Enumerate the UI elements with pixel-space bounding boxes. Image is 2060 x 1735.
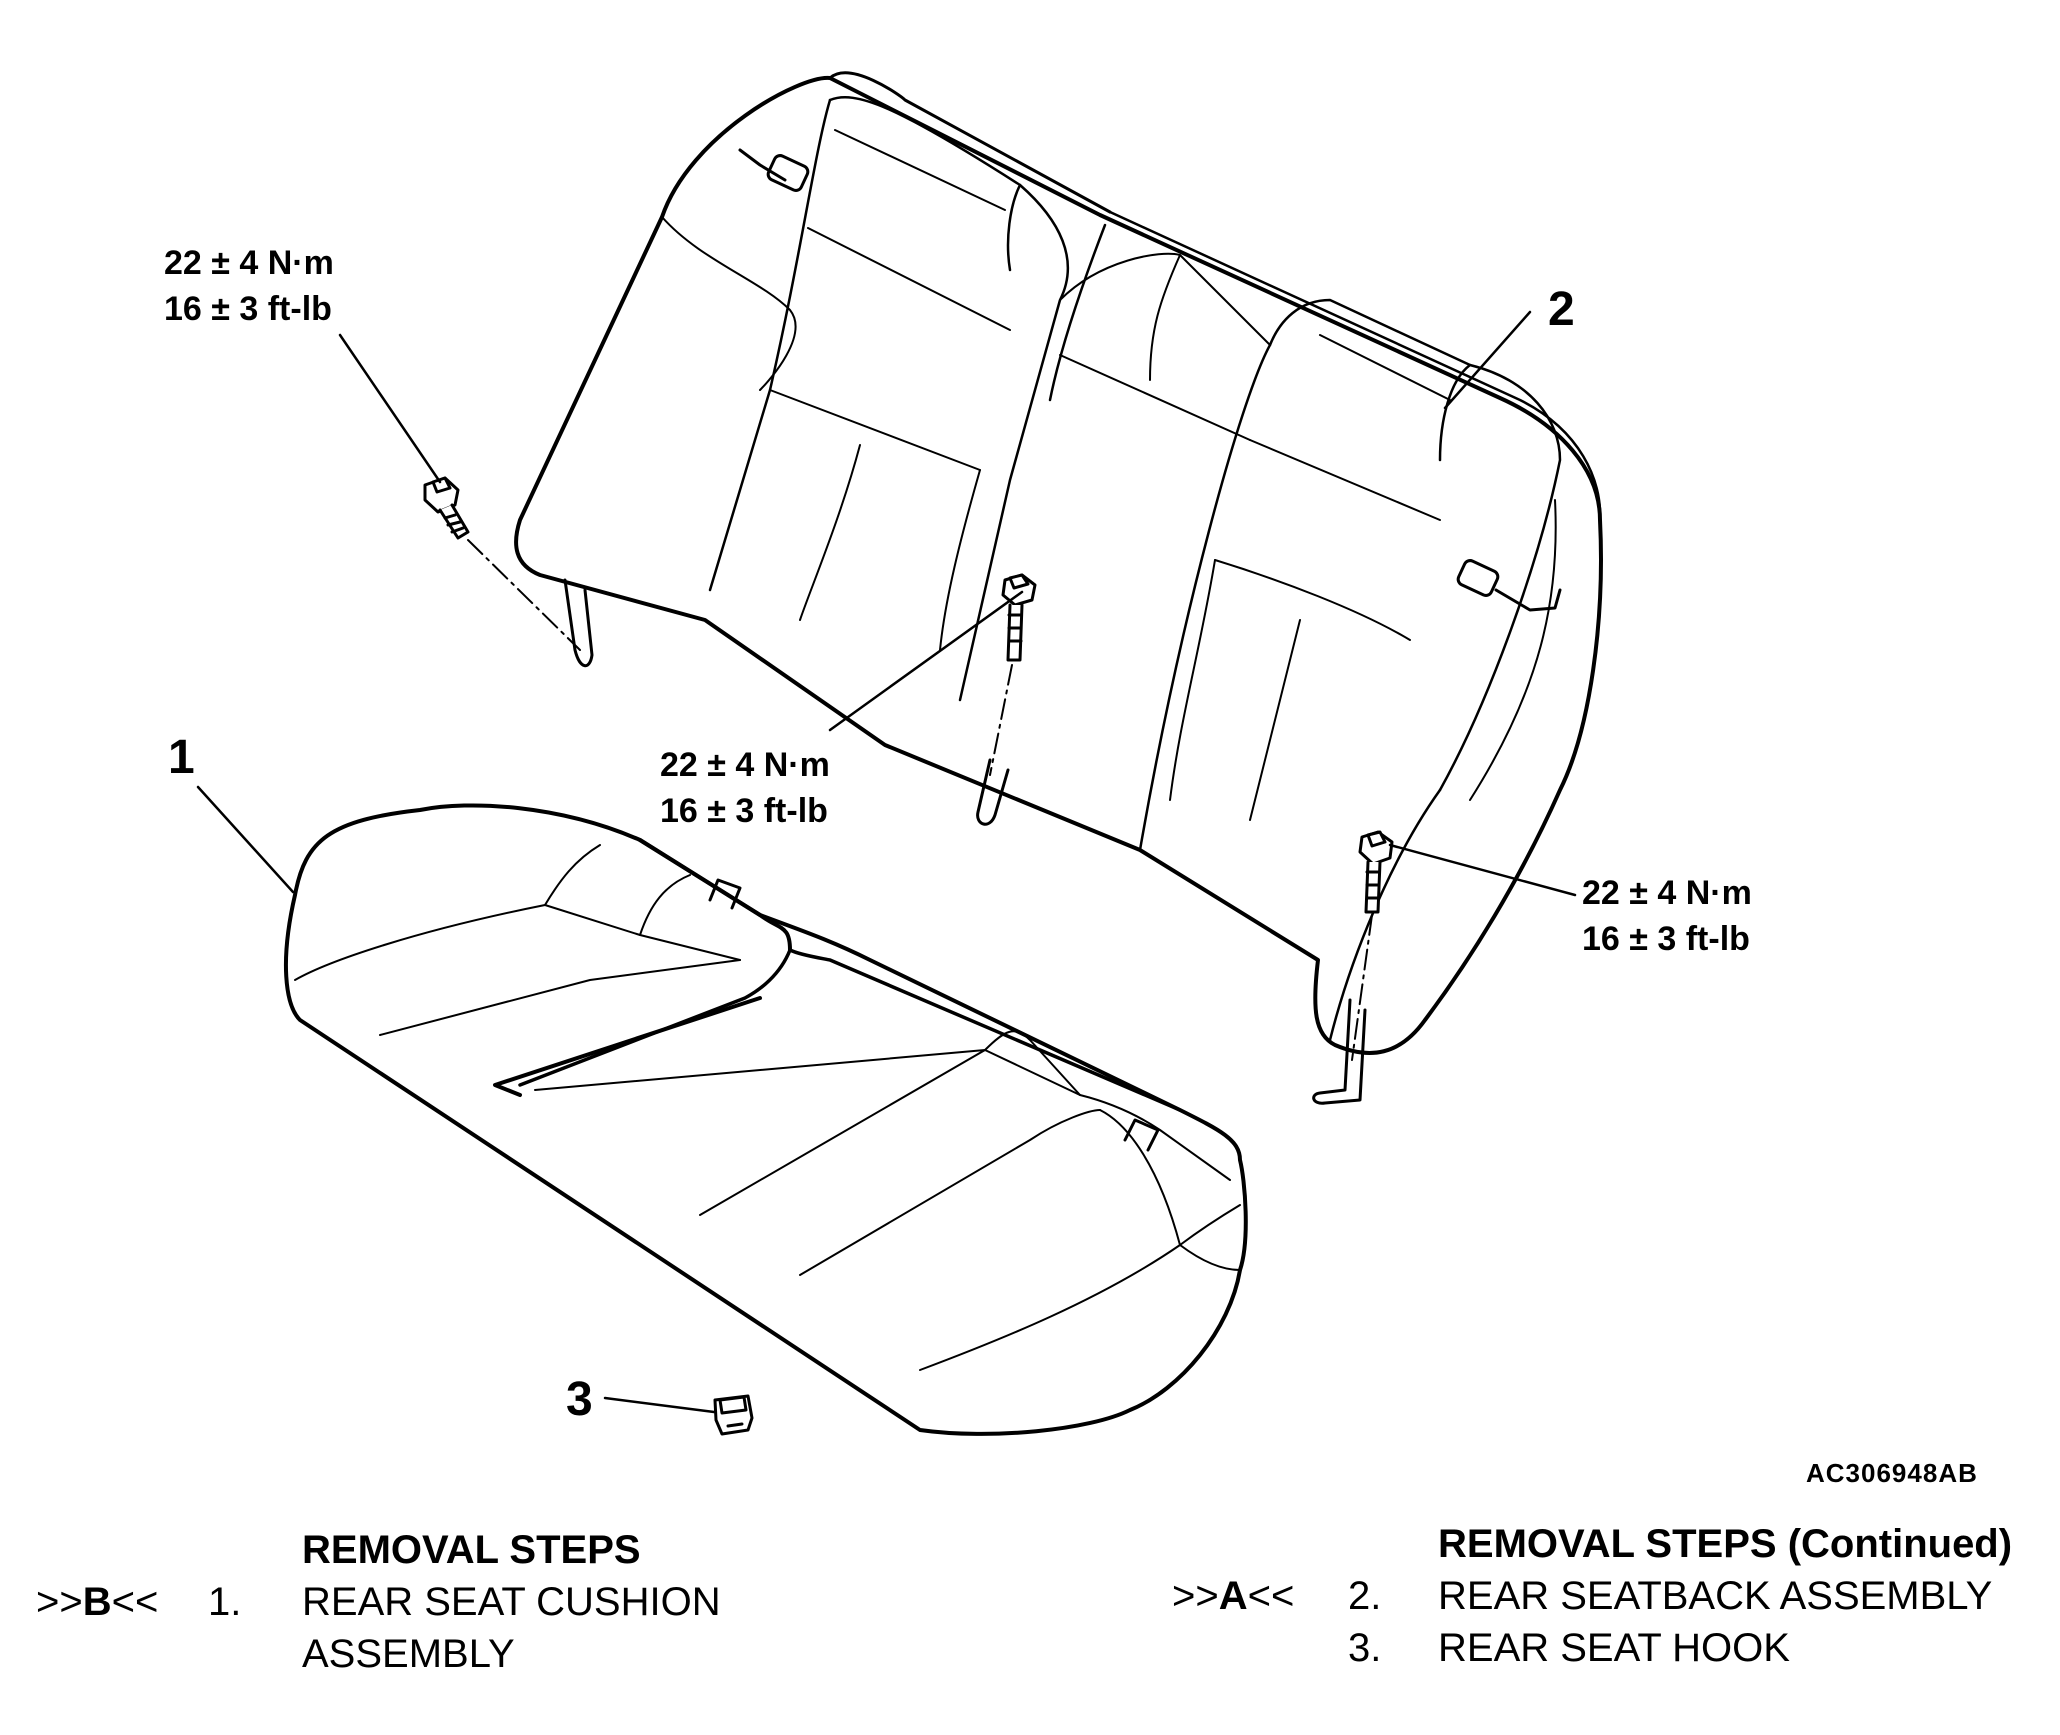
step-number: 2.	[1348, 1574, 1382, 1618]
step-text: REAR SEAT CUSHION	[302, 1580, 721, 1624]
callout-3: 3	[566, 1373, 593, 1426]
rear-seatback-assembly	[514, 71, 1603, 1105]
alignment-lines	[467, 539, 1373, 1061]
torque-spec-upper-left: 22 ± 4 N·m 16 ± 3 ft-lb	[164, 240, 334, 332]
step-item: 3. REAR SEAT HOOK	[1160, 1622, 2060, 1674]
bolt-icon	[1358, 830, 1394, 914]
step-text: REAR SEATBACK ASSEMBLY	[1438, 1574, 1993, 1618]
leader-lines	[196, 310, 1577, 1414]
step-text-continued: ASSEMBLY	[302, 1632, 515, 1676]
steps-heading: REMOVAL STEPS (Continued)	[1438, 1522, 2013, 1566]
removal-steps-right: REMOVAL STEPS (Continued) >>A<< 2. REAR …	[1160, 1518, 2060, 1674]
bolt-icon	[423, 476, 470, 540]
torque-nm: 22 ± 4 N·m	[1582, 874, 1752, 912]
callout-1: 1	[168, 731, 195, 784]
torque-ftlb: 16 ± 3 ft-lb	[1582, 920, 1750, 958]
torque-spec-right: 22 ± 4 N·m 16 ± 3 ft-lb	[1582, 870, 1752, 962]
bolt-icon	[1001, 573, 1037, 662]
seat-exploded-diagram	[196, 71, 1603, 1436]
removal-steps-left: REMOVAL STEPS >>B<< 1. REAR SEAT CUSHION…	[0, 1524, 800, 1680]
torque-ftlb: 16 ± 3 ft-lb	[164, 290, 332, 328]
torque-ftlb: 16 ± 3 ft-lb	[660, 792, 828, 830]
step-number: 3.	[1348, 1626, 1382, 1670]
service-code: >>A<<	[1172, 1574, 1295, 1618]
figure-code: AC306948AB	[1806, 1458, 1978, 1488]
torque-nm: 22 ± 4 N·m	[660, 746, 830, 784]
step-item: >>A<< 2. REAR SEATBACK ASSEMBLY	[1160, 1570, 2060, 1622]
step-item: >>B<< 1. REAR SEAT CUSHION	[0, 1576, 800, 1628]
torque-spec-center: 22 ± 4 N·m 16 ± 3 ft-lb	[660, 742, 830, 834]
torque-nm: 22 ± 4 N·m	[164, 244, 334, 282]
callout-2: 2	[1548, 283, 1575, 336]
step-number: 1.	[208, 1580, 242, 1624]
step-text: REAR SEAT HOOK	[1438, 1626, 1790, 1670]
rear-seat-hook-icon	[713, 1394, 754, 1436]
steps-heading: REMOVAL STEPS	[302, 1528, 641, 1572]
service-code: >>B<<	[36, 1580, 159, 1624]
rear-seat-cushion-assembly	[283, 803, 1248, 1436]
